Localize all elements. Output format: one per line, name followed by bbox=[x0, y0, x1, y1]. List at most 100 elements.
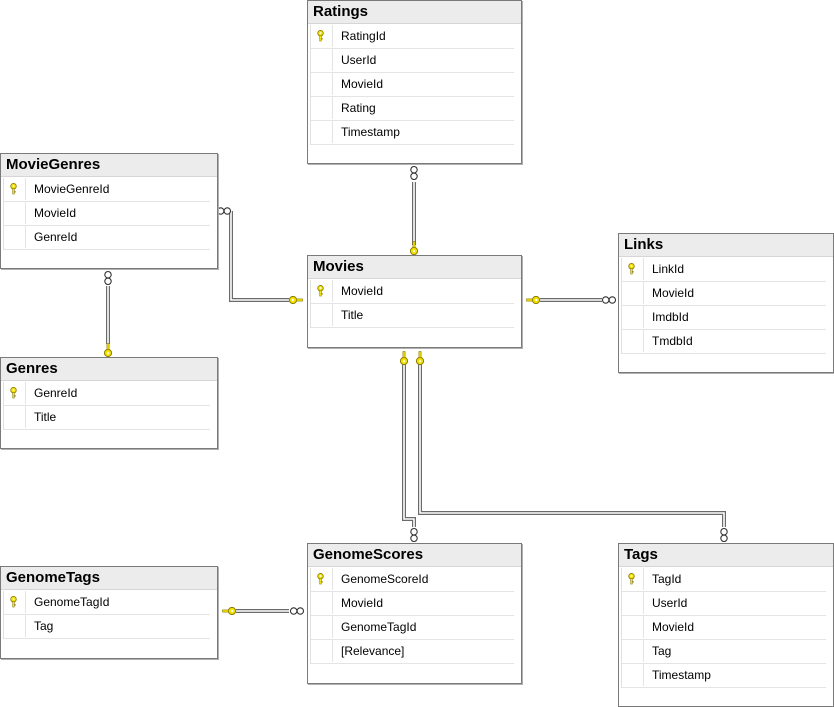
column-name: MovieId bbox=[341, 77, 384, 91]
column-row[interactable]: MovieId bbox=[311, 592, 514, 616]
primary-key-icon bbox=[311, 25, 333, 47]
column-row[interactable]: Title bbox=[4, 406, 210, 430]
column-marker bbox=[311, 592, 333, 614]
column-name: MovieId bbox=[652, 286, 695, 300]
column-marker bbox=[622, 330, 644, 352]
column-row[interactable]: LinkId bbox=[622, 258, 826, 282]
column-row[interactable]: GenomeTagId bbox=[4, 591, 210, 615]
table-title: Movies bbox=[308, 256, 521, 279]
primary-key-icon bbox=[311, 568, 333, 590]
infinity-icon bbox=[410, 165, 418, 181]
relationship-line[interactable] bbox=[402, 363, 416, 527]
infinity-icon bbox=[720, 527, 728, 543]
column-row[interactable]: MovieGenreId bbox=[4, 178, 210, 202]
column-marker bbox=[4, 615, 26, 637]
relationship-line[interactable] bbox=[229, 211, 289, 302]
column-name: MovieId bbox=[652, 620, 695, 634]
column-marker bbox=[622, 306, 644, 328]
column-name: Tag bbox=[652, 644, 672, 658]
column-row[interactable]: TmdbId bbox=[622, 330, 826, 354]
column-marker bbox=[622, 592, 644, 614]
column-row[interactable]: MovieId bbox=[622, 282, 826, 306]
column-row[interactable]: MovieId bbox=[311, 73, 514, 97]
column-name: Title bbox=[34, 410, 57, 424]
column-name: GenomeTagId bbox=[34, 595, 110, 609]
column-row[interactable]: GenomeTagId bbox=[311, 616, 514, 640]
column-row[interactable]: TagId bbox=[622, 568, 826, 592]
column-row[interactable]: MovieId bbox=[622, 616, 826, 640]
table-title: Tags bbox=[619, 544, 833, 567]
column-row[interactable]: GenreId bbox=[4, 382, 210, 406]
infinity-icon bbox=[410, 527, 418, 543]
column-name: RatingId bbox=[341, 29, 386, 43]
table-title: Genres bbox=[1, 358, 217, 381]
column-marker bbox=[311, 97, 333, 119]
column-row[interactable]: MovieId bbox=[4, 202, 210, 226]
column-marker bbox=[4, 226, 26, 248]
column-row[interactable]: [Relevance] bbox=[311, 640, 514, 664]
column-marker bbox=[4, 406, 26, 428]
column-row[interactable]: UserId bbox=[622, 592, 826, 616]
column-name: Rating bbox=[341, 101, 376, 115]
primary-key-icon bbox=[4, 591, 26, 613]
primary-key-icon bbox=[622, 568, 644, 590]
column-row[interactable]: MovieId bbox=[311, 280, 514, 304]
column-name: MovieId bbox=[341, 284, 384, 298]
column-name: MovieGenreId bbox=[34, 182, 110, 196]
column-marker bbox=[622, 664, 644, 686]
primary-key-icon bbox=[4, 178, 26, 200]
primary-key-icon bbox=[4, 382, 26, 404]
column-marker bbox=[622, 282, 644, 304]
column-name: TagId bbox=[652, 572, 682, 586]
column-row[interactable]: UserId bbox=[311, 49, 514, 73]
relationship-line-inner bbox=[230, 211, 289, 301]
column-row[interactable]: GenreId bbox=[4, 226, 210, 250]
column-marker bbox=[311, 49, 333, 71]
column-row[interactable]: RatingId bbox=[311, 25, 514, 49]
column-row[interactable]: Rating bbox=[311, 97, 514, 121]
column-name: GenreId bbox=[34, 230, 78, 244]
column-name: GenomeScoreId bbox=[341, 572, 429, 586]
primary-key-icon bbox=[311, 280, 333, 302]
column-marker bbox=[622, 640, 644, 662]
column-marker bbox=[622, 616, 644, 638]
relationship-line-inner bbox=[403, 363, 415, 527]
table-title: GenomeScores bbox=[308, 544, 521, 567]
key-icon bbox=[526, 295, 541, 305]
column-row[interactable]: ImdbId bbox=[622, 306, 826, 330]
column-name: UserId bbox=[341, 53, 377, 67]
column-marker bbox=[311, 121, 333, 143]
infinity-icon bbox=[216, 207, 232, 215]
key-icon bbox=[222, 606, 237, 616]
relationship-line-inner bbox=[419, 363, 725, 527]
column-row[interactable]: Title bbox=[311, 304, 514, 328]
table-title: MovieGenres bbox=[1, 154, 217, 177]
column-marker bbox=[4, 202, 26, 224]
column-row[interactable]: GenomeScoreId bbox=[311, 568, 514, 592]
key-icon bbox=[399, 351, 409, 366]
column-row[interactable]: Timestamp bbox=[622, 664, 826, 688]
column-marker bbox=[311, 616, 333, 638]
relationship-line[interactable] bbox=[418, 363, 726, 527]
column-row[interactable]: Timestamp bbox=[311, 121, 514, 145]
column-row[interactable]: Tag bbox=[4, 615, 210, 639]
column-name: Tag bbox=[34, 619, 54, 633]
column-name: GenreId bbox=[34, 386, 78, 400]
column-name: Timestamp bbox=[341, 125, 400, 139]
column-marker bbox=[311, 304, 333, 326]
column-row[interactable]: Tag bbox=[622, 640, 826, 664]
key-icon bbox=[103, 343, 113, 358]
key-icon bbox=[409, 241, 419, 256]
